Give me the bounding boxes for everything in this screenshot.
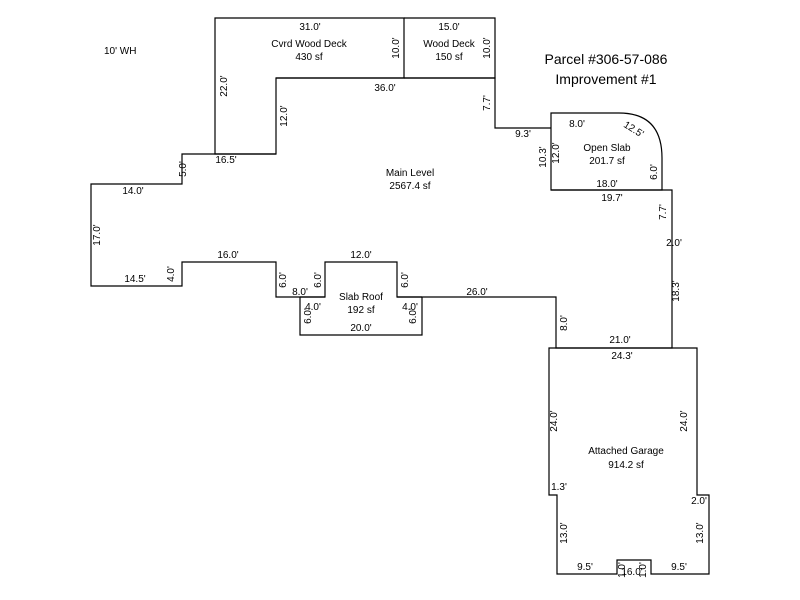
dim-main-left-top: 16.5' <box>215 155 236 166</box>
main-level-outline <box>90 77 673 349</box>
dim-main-bottom-jog: 8.0' <box>292 287 308 298</box>
open-slab-name: Open Slab <box>583 143 631 154</box>
dim-main-to-slab: 9.3' <box>515 129 531 140</box>
dim-main-left-side: 17.0' <box>92 224 103 245</box>
dim-main-right-drop: 8.0' <box>559 315 570 331</box>
dim-cvrd-step: 12.0' <box>279 105 290 126</box>
dim-wood-right: 10.0' <box>482 37 493 58</box>
improvement-number: Improvement #1 <box>555 71 656 87</box>
attached-garage-outline <box>548 347 710 575</box>
dim-open-slab-left-outer: 10.3' <box>538 146 549 167</box>
slab-roof-name: Slab Roof <box>339 292 383 303</box>
dim-garage-left-jog: 1.3' <box>551 482 567 493</box>
dim-main-right-upper: 7.7' <box>482 95 493 111</box>
open-slab-outline <box>550 112 663 191</box>
dim-garage-top-outer: 21.0' <box>609 335 630 346</box>
dim-garage-bottom-mid: 16.0' <box>621 567 642 578</box>
dim-garage-right-low: 13.0' <box>695 522 706 543</box>
dim-garage-bottom-left: 9.5' <box>577 562 593 573</box>
dim-garage-bottom-right: 9.5' <box>671 562 687 573</box>
dim-slab-roof-right-jog: 4.0' <box>402 302 418 313</box>
main-level-name: Main Level <box>386 168 434 179</box>
dim-garage-left: 24.0' <box>549 410 560 431</box>
dim-slab-roof-left: 6.0' <box>303 308 314 324</box>
wall-height-note: 10' WH <box>104 46 136 57</box>
dim-open-slab-top: 8.0' <box>569 119 585 130</box>
dim-main-bottom-seg: 16.0' <box>217 250 238 261</box>
dim-open-slab-right: 6.0' <box>649 164 660 180</box>
dim-cvrd-inner: 10.0' <box>391 37 402 58</box>
dim-main-bottom-mid: 12.0' <box>350 250 371 261</box>
dim-open-slab-bottom-outer: 19.7' <box>601 193 622 204</box>
dim-slab-roof-bottom: 20.0' <box>350 323 371 334</box>
dim-garage-right: 24.0' <box>679 410 690 431</box>
wood-deck-name: Wood Deck <box>423 39 476 50</box>
cvrd-wood-deck-area: 430 sf <box>295 52 322 63</box>
dim-wood-top: 15.0' <box>438 22 459 33</box>
wood-deck-area: 150 sf <box>435 52 462 63</box>
dim-garage-right-jog: 2.0' <box>691 496 707 507</box>
dim-main-left-up: 4.0' <box>166 266 177 282</box>
dim-main-bottom-drop: 6.0' <box>278 272 289 288</box>
dim-garage-top: 24.3' <box>611 351 632 362</box>
slab-roof-area: 192 sf <box>347 305 374 316</box>
dim-slab-roof-left-jog: 4.0' <box>305 302 321 313</box>
cvrd-wood-deck-name: Cvrd Wood Deck <box>271 39 347 50</box>
dim-deck-bottom: 36.0' <box>374 83 395 94</box>
dim-garage-notch-right: 1.0' <box>638 562 649 578</box>
dim-slab-roof-right: 6.0' <box>408 308 419 324</box>
attached-garage-area: 914.2 sf <box>608 460 644 471</box>
dim-garage-left-low: 13.0' <box>559 522 570 543</box>
dim-main-right-jog: 2.0' <box>666 238 682 249</box>
dim-main-right-low: 18.3' <box>671 280 682 301</box>
dim-open-slab-arc: 12.5' <box>621 120 645 141</box>
dim-main-bottom-up: 6.0' <box>313 272 324 288</box>
dim-main-left-top2: 14.0' <box>122 186 143 197</box>
dim-cvrd-top: 31.0' <box>299 22 320 33</box>
dim-open-slab-bottom: 18.0' <box>596 179 617 190</box>
dim-main-right-mid: 7.7' <box>658 204 669 220</box>
parcel-number: Parcel #306-57-086 <box>545 51 668 67</box>
dim-cvrd-left: 22.0' <box>219 75 230 96</box>
dim-main-bottom-right: 26.0' <box>466 287 487 298</box>
attached-garage-name: Attached Garage <box>588 446 664 457</box>
open-slab-area: 201.7 sf <box>589 156 625 167</box>
main-level-area: 2567.4 sf <box>389 181 430 192</box>
dim-main-bottom-down: 6.0' <box>400 272 411 288</box>
dimension-labels: 31.0' 15.0' 22.0' 10.0' 10.0' 12.0' 36.0… <box>92 22 707 578</box>
dim-open-slab-left: 12.0' <box>551 142 562 163</box>
dim-main-left-bottom: 14.5' <box>124 274 145 285</box>
outlines <box>90 17 710 575</box>
dim-garage-notch-left: 1.0' <box>617 562 628 578</box>
dim-main-left-jog: 5.0' <box>178 161 189 177</box>
